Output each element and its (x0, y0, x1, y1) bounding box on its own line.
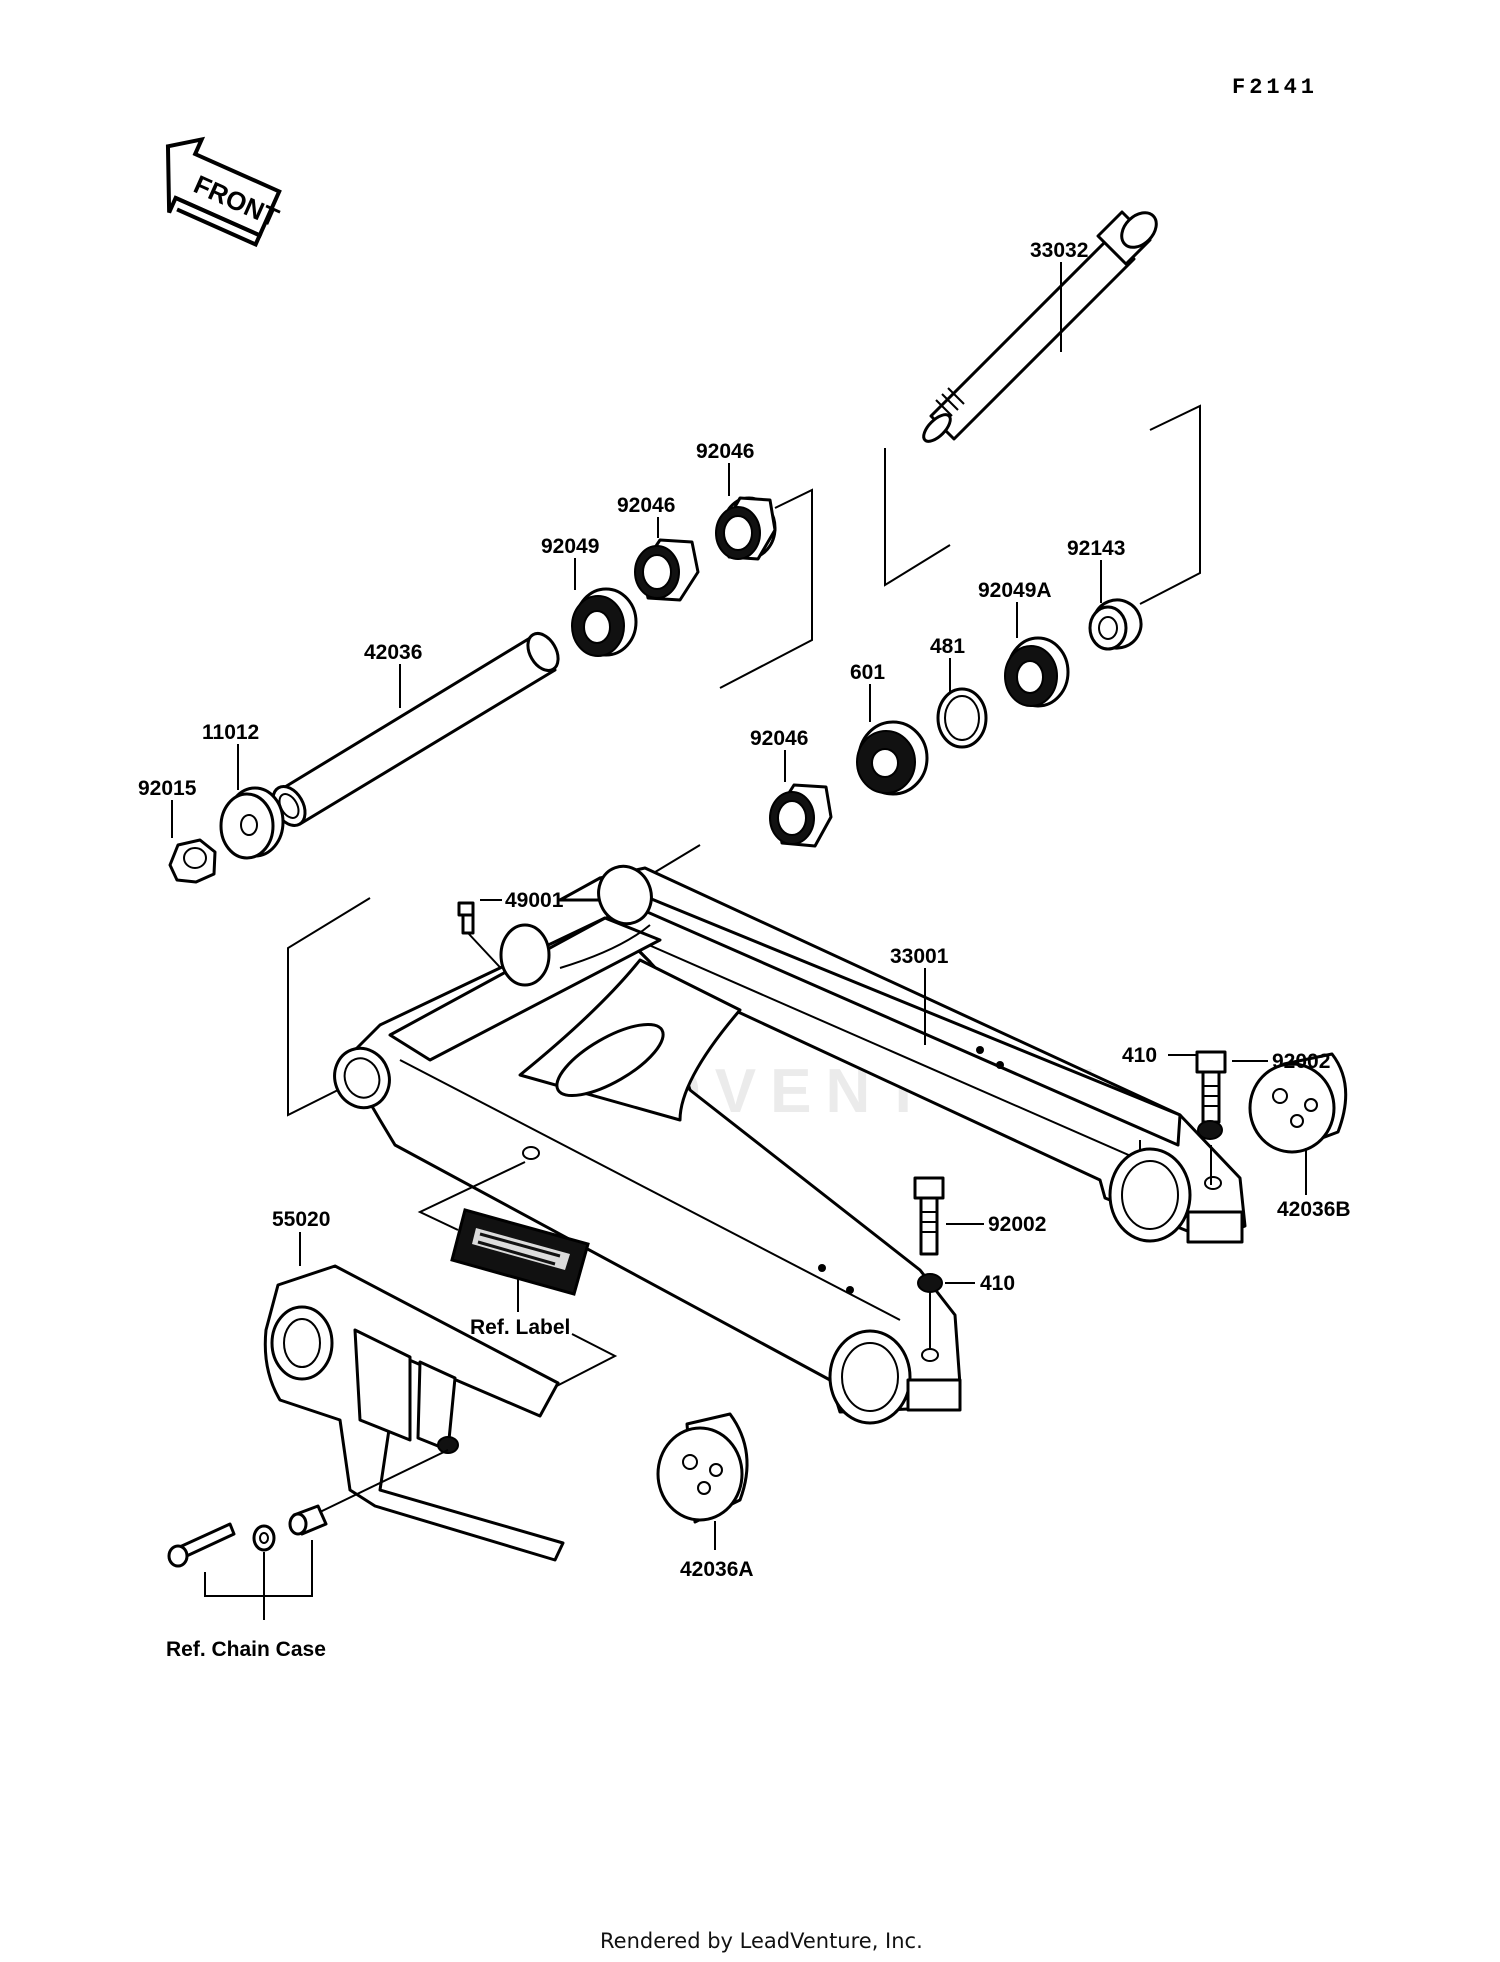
label-92002-lower: 92002 (988, 1213, 1046, 1236)
washer-11012 (219, 786, 285, 860)
label-92049: 92049 (541, 535, 599, 558)
oil-seal-92049 (571, 587, 638, 657)
label-481: 481 (930, 635, 965, 658)
circlip-481 (936, 687, 988, 749)
label-92002-upper: 92002 (1272, 1050, 1330, 1073)
diagram-code: F2141 (1232, 75, 1318, 100)
chain-guide-55020 (263, 1264, 565, 1562)
sleeve-42036 (271, 632, 560, 827)
label-ref-chain-case: Ref. Chain Case (166, 1638, 326, 1661)
needle-bearing-92046-middle (634, 538, 700, 602)
bolt-92002-lower (913, 1176, 945, 1256)
washer-410-lower (917, 1273, 943, 1350)
bushing-42036A (656, 1412, 749, 1550)
chain-case-collar (288, 1504, 328, 1536)
label-92046-upper: 92046 (696, 440, 754, 463)
label-42036A: 42036A (680, 1558, 754, 1581)
label-33001: 33001 (890, 945, 949, 968)
label-11012: 11012 (202, 721, 259, 744)
needle-bearing-92046-upper (715, 496, 777, 561)
label-55020: 55020 (272, 1208, 330, 1231)
label-92143: 92143 (1067, 537, 1125, 560)
nut-92015 (168, 838, 217, 884)
label-92049A: 92049A (978, 579, 1052, 602)
bracket-line (287, 897, 371, 1117)
footer-credit: Rendered by LeadVenture, Inc. (600, 1929, 923, 1953)
ball-bearing-601 (856, 720, 929, 796)
oil-seal-92049A (1004, 636, 1070, 708)
label-92046-lower: 92046 (750, 727, 808, 750)
label-410-lower: 410 (980, 1272, 1015, 1295)
label-92015: 92015 (138, 777, 197, 800)
bracket-line (1139, 404, 1201, 605)
label-49001: 49001 (505, 889, 564, 912)
label-42036: 42036 (364, 641, 422, 664)
label-92046-middle: 92046 (617, 494, 675, 517)
label-33032: 33032 (1030, 239, 1088, 262)
collar-92143 (1088, 598, 1143, 651)
bushing-42036B (1248, 1052, 1348, 1154)
bracket-line (719, 488, 813, 689)
label-ref-label: Ref. Label (470, 1316, 570, 1339)
chain-case-screw (167, 1522, 236, 1568)
swingarm-pivot-shaft (922, 210, 1158, 443)
front-arrow-icon: FRONT (165, 136, 284, 248)
bolt-92002-upper (1195, 1050, 1227, 1185)
chain-case-washer (252, 1524, 276, 1552)
label-601: 601 (850, 661, 885, 684)
bracket-line (884, 448, 951, 587)
label-42036B: 42036B (1277, 1198, 1351, 1221)
label-410-upper: 410 (1122, 1044, 1157, 1067)
reference-label-decal (450, 1208, 590, 1312)
needle-bearing-92046-lower (769, 783, 833, 848)
washer-410-upper (1197, 1120, 1223, 1140)
swingarm-33001 (333, 864, 1247, 1425)
